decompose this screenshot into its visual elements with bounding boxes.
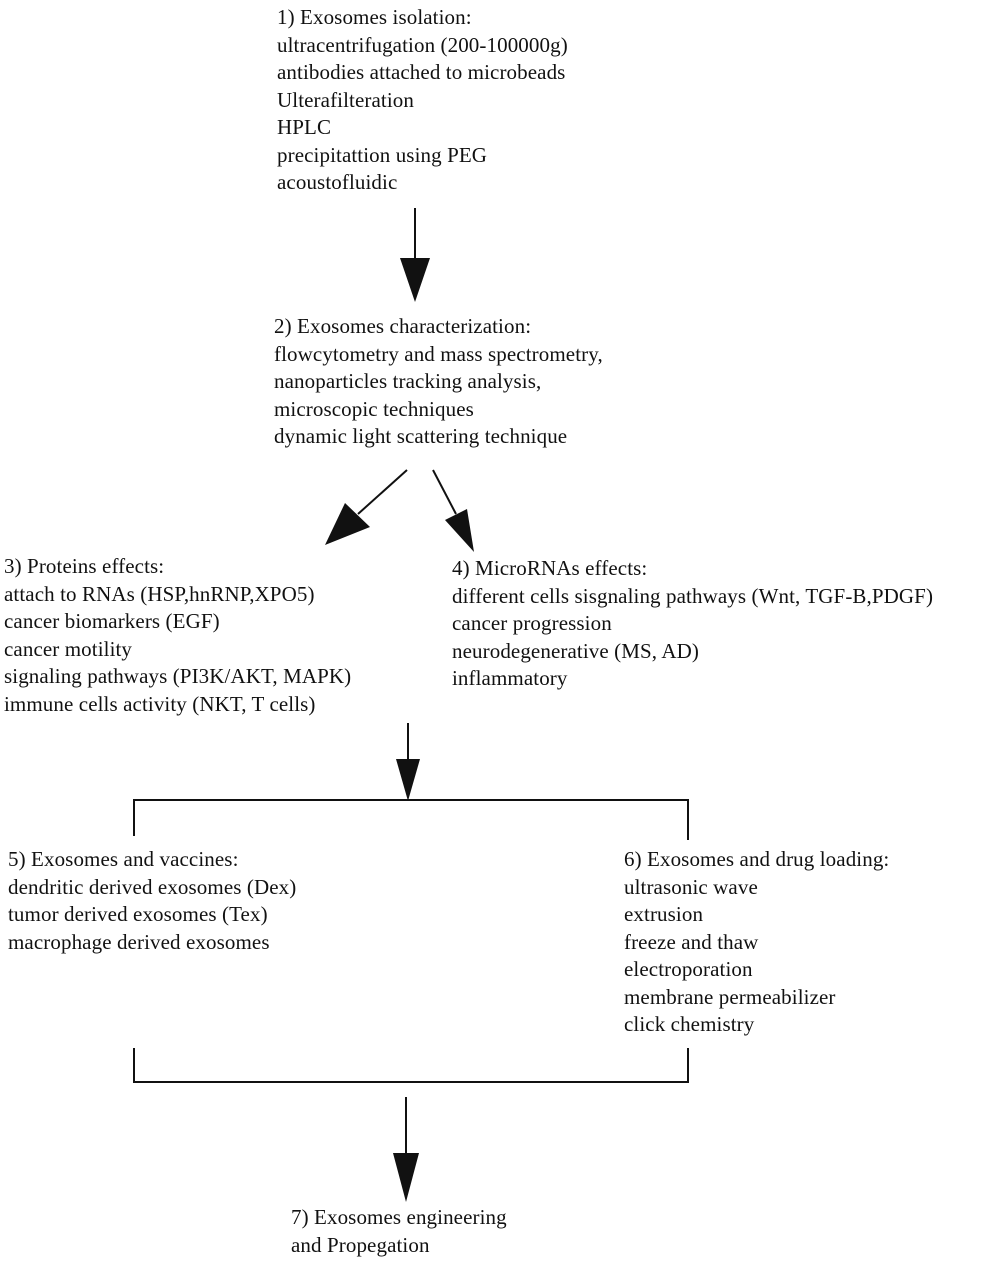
step7-engineering: 7) Exosomes engineering and Propegation	[291, 1204, 507, 1259]
step1-item: antibodies attached to microbeads	[277, 60, 566, 84]
bracket-bottom	[133, 1048, 689, 1083]
step4-microrna-effects: 4) MicroRNAs effects: different cells si…	[452, 555, 933, 693]
step6-item: electroporation	[624, 957, 753, 981]
step3-proteins-effects: 3) Proteins effects: attach to RNAs (HSP…	[4, 553, 351, 718]
step2-title: 2) Exosomes characterization:	[274, 314, 532, 338]
arrowhead-step2-to-step4	[445, 509, 474, 552]
step4-item: inflammatory	[452, 666, 568, 690]
arrowhead-step1-to-step2	[400, 258, 430, 302]
step2-item: microscopic techniques	[274, 396, 474, 421]
step6-drug-loading: 6) Exosomes and drug loading: ultrasonic…	[624, 846, 889, 1039]
step5-title: 5) Exosomes and vaccines:	[8, 847, 239, 871]
step6-item: ultrasonic wave	[624, 874, 758, 899]
step1-item: acoustofluidic	[277, 170, 398, 194]
step6-title: 6) Exosomes and drug loading:	[624, 847, 890, 871]
step4-title: 4) MicroRNAs effects:	[452, 556, 648, 580]
step1-item: precipitattion using PEG	[277, 142, 488, 167]
step2-item: dynamic light scattering technique	[274, 424, 568, 448]
arrowhead-to-step7	[393, 1153, 419, 1202]
step2-characterization: 2) Exosomes characterization: flowcytome…	[274, 313, 603, 451]
step5-item: macrophage derived exosomes	[8, 929, 270, 954]
bracket-top	[133, 799, 689, 840]
arrow-step2-to-step3	[357, 469, 408, 515]
step3-item: signaling pathways (PI3K/AKT, MAPK)	[4, 664, 352, 688]
step4-item: neurodegenerative (MS, AD)	[452, 638, 699, 663]
step1-title: 1) Exosomes isolation:	[277, 5, 472, 29]
step1-item: ultracentrifugation (200-100000g)	[277, 32, 568, 57]
step1-isolation: 1) Exosomes isolation: ultracentrifugati…	[277, 4, 568, 197]
step4-item: cancer progression	[452, 611, 612, 635]
step6-item: membrane permeabilizer	[624, 984, 836, 1009]
step3-item: attach to RNAs (HSP,hnRNP,XPO5)	[4, 581, 315, 606]
step5-vaccines: 5) Exosomes and vaccines: dendritic deri…	[8, 846, 296, 956]
step7-title-continued: and Propegation	[291, 1232, 430, 1257]
arrowhead-to-bracket-top	[396, 759, 420, 801]
step2-item: nanoparticles tracking analysis,	[274, 369, 542, 393]
step3-item: cancer motility	[4, 636, 133, 661]
step1-item: Ulterafilteration	[277, 87, 414, 112]
step7-title: 7) Exosomes engineering	[291, 1205, 507, 1229]
step1-item: HPLC	[277, 115, 332, 139]
step6-item: click chemistry	[624, 1012, 755, 1036]
step5-item: tumor derived exosomes (Tex)	[8, 902, 268, 926]
step6-item: freeze and thaw	[624, 929, 759, 954]
step3-item: immune cells activity (NKT, T cells)	[4, 691, 316, 716]
arrow-step2-to-step4	[432, 469, 457, 515]
step4-item: different cells sisgnaling pathways (Wnt…	[452, 583, 934, 608]
step5-item: dendritic derived exosomes (Dex)	[8, 874, 297, 899]
step3-item: cancer biomarkers (EGF)	[4, 609, 220, 633]
arrowhead-step2-to-step3	[325, 503, 370, 545]
step3-title: 3) Proteins effects:	[4, 554, 165, 578]
step2-item: flowcytometry and mass spectrometry,	[274, 341, 603, 366]
step6-item: extrusion	[624, 902, 704, 926]
